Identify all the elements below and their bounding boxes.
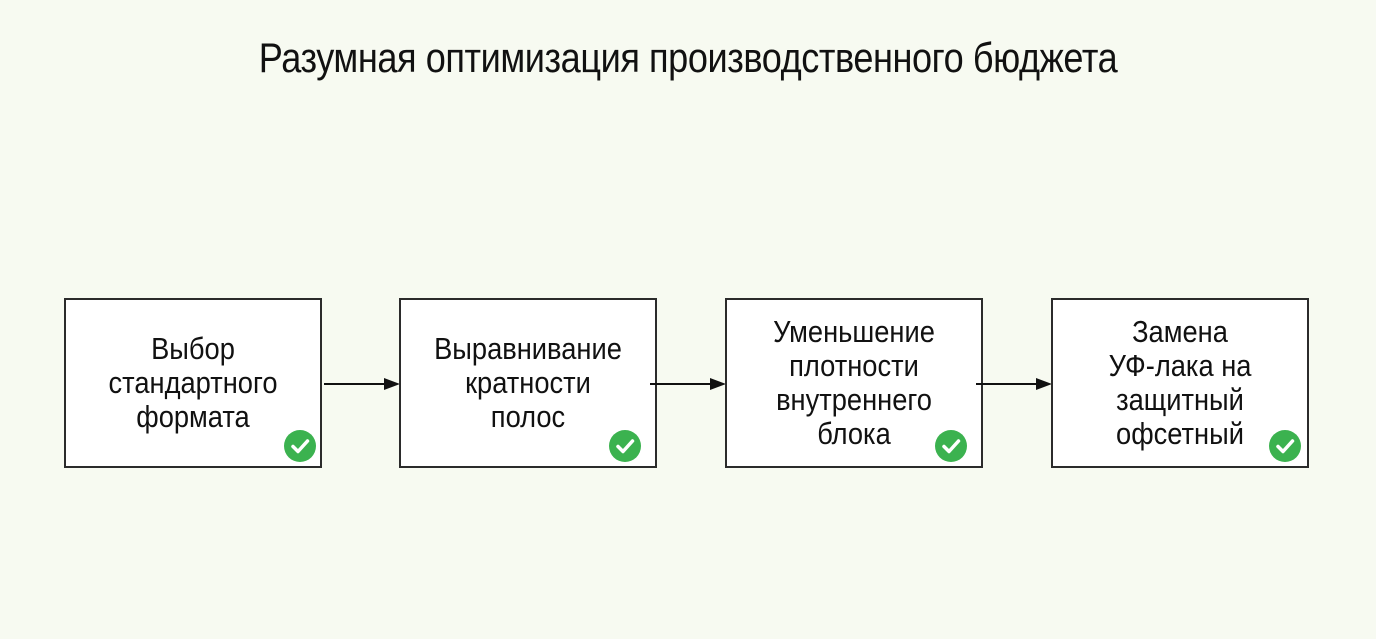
step-box-2: Выравнивание кратности полос <box>399 298 657 468</box>
step-box-4: Замена УФ-лака на защитный офсетный <box>1051 298 1309 468</box>
arrow-connector-2 <box>650 374 726 394</box>
check-circle-icon <box>284 430 316 462</box>
step-label-2: Выравнивание кратности полос <box>434 331 622 434</box>
step-label-3: Уменьшение плотности внутреннего блока <box>773 314 935 451</box>
diagram-title: Разумная оптимизация производственного б… <box>258 34 1118 81</box>
check-circle-icon <box>609 430 641 462</box>
check-circle-icon <box>935 430 967 462</box>
step-box-3: Уменьшение плотности внутреннего блока <box>725 298 983 468</box>
step-label-4: Замена УФ-лака на защитный офсетный <box>1108 314 1252 451</box>
arrow-connector-1 <box>324 374 400 394</box>
step-box-1: Выбор стандартного формата <box>64 298 322 468</box>
arrow-connector-3 <box>976 374 1052 394</box>
step-label-1: Выбор стандартного формата <box>108 331 278 434</box>
check-circle-icon <box>1269 430 1301 462</box>
